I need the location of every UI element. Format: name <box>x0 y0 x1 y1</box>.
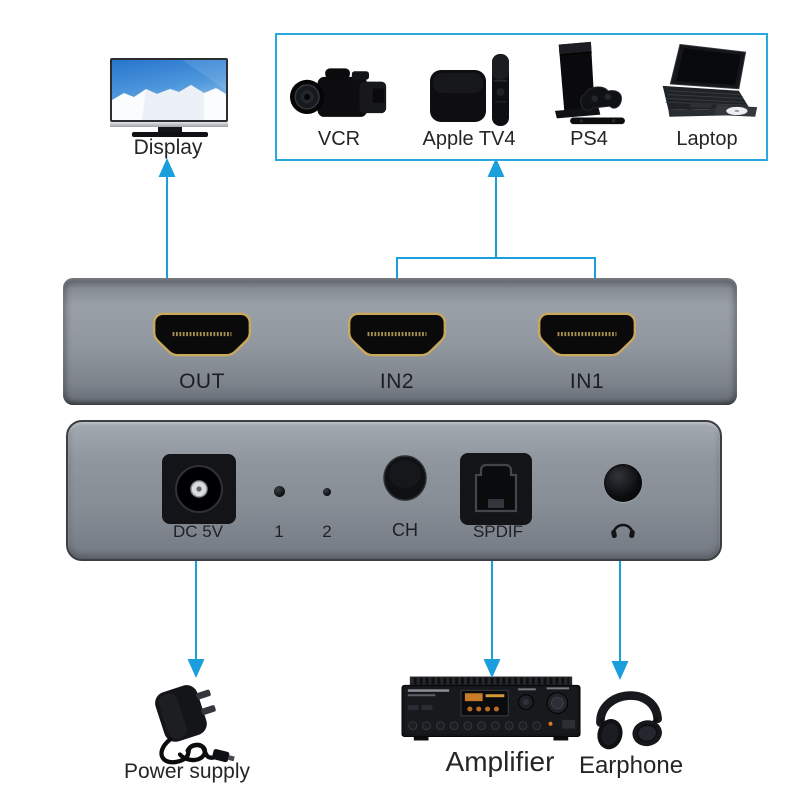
source-laptop: Laptop <box>651 39 763 151</box>
headphone-icon <box>611 523 635 539</box>
tv-icon <box>110 58 228 122</box>
tv-bezel <box>110 122 228 127</box>
earphone-label: Earphone <box>578 752 684 779</box>
port-label-out: OUT <box>179 370 225 393</box>
arrowhead-down-power <box>187 659 205 678</box>
bracket-in-ports <box>396 257 596 280</box>
display-label: Display <box>133 136 203 159</box>
hdmi-port-in2: IN2 <box>347 312 447 394</box>
led1-label: 1 <box>274 522 284 541</box>
headphones-icon <box>596 691 662 750</box>
amplifier-label: Amplifier <box>445 746 555 777</box>
spdif-label: SPDIF <box>472 522 524 541</box>
hdmi-out-icon <box>152 312 252 357</box>
hdmi-port-in1: IN1 <box>537 312 637 394</box>
source-label: Laptop <box>676 128 738 150</box>
tv-stand-base <box>132 132 208 137</box>
arrowhead-up-sources <box>487 158 505 177</box>
source-vcr: VCR <box>289 39 389 151</box>
arrowhead-up-display <box>158 158 176 177</box>
hdmi-in2-icon <box>347 312 447 357</box>
arrowhead-down-amplifier <box>483 659 501 678</box>
power-supply-label: Power supply <box>123 760 251 783</box>
dc-power-jack-icon <box>162 454 236 524</box>
spdif-optical-port-icon <box>460 453 532 525</box>
source-label: Apple TV4 <box>422 128 516 150</box>
switch-back-panel: DC 5V 1 2 CH SPDIF <box>66 420 722 561</box>
tv-stand-neck <box>158 127 182 132</box>
ps4-console-icon <box>554 41 625 125</box>
dc-label: DC 5V <box>172 522 224 541</box>
switch-front-panel: OUT IN2 IN1 <box>63 278 737 405</box>
led-indicator-1 <box>274 486 285 497</box>
apple-tv-icon <box>429 54 509 126</box>
channel-select-button[interactable] <box>383 455 427 501</box>
amplifier-icon <box>401 676 581 741</box>
display-device <box>110 58 230 137</box>
source-label: PS4 <box>570 128 608 150</box>
ch-label: CH <box>392 520 418 540</box>
led-indicator-2 <box>323 488 331 496</box>
source-apple-tv: Apple TV4 <box>419 39 519 151</box>
camcorder-icon <box>289 68 387 117</box>
port-label-in1: IN1 <box>569 370 605 393</box>
hdmi-port-out: OUT <box>152 312 252 394</box>
hdmi-in1-icon <box>537 312 637 357</box>
sources-box: VCR Apple TV4 <box>275 33 768 161</box>
source-ps4: PS4 <box>539 39 639 151</box>
power-adapter-icon <box>155 685 235 765</box>
source-label: VCR <box>317 128 361 150</box>
laptop-icon <box>662 43 758 117</box>
port-label-in2: IN2 <box>379 370 415 393</box>
led2-label: 2 <box>322 522 332 541</box>
arrowhead-down-earphone <box>611 661 629 680</box>
headphone-jack <box>604 464 642 502</box>
